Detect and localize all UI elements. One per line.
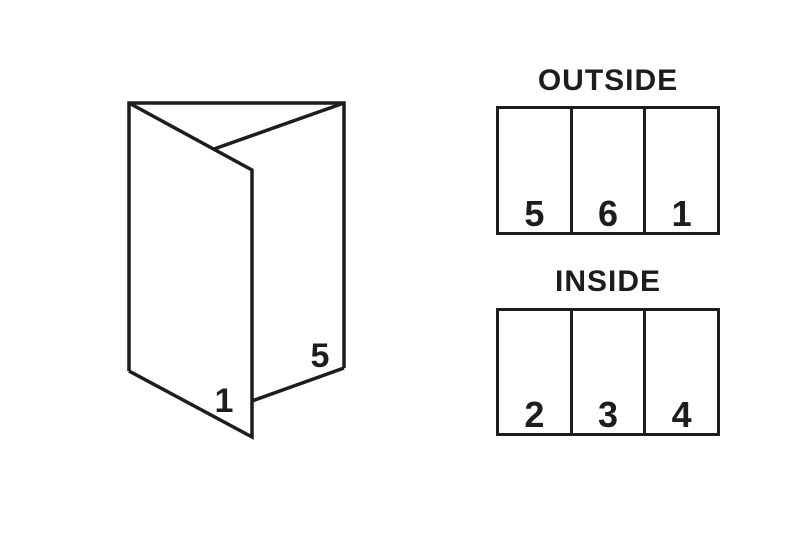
- panel-number: 4: [671, 394, 692, 435]
- brochure-right-panel-top-fold-path: [213, 101, 345, 151]
- outside-sheet: 5 6 1: [496, 106, 720, 235]
- inside-panel-right: 4: [643, 311, 717, 433]
- outside-sheet-title: OUTSIDE: [537, 64, 679, 97]
- panel-number: 6: [597, 193, 619, 234]
- outside-panel-middle: 6: [569, 109, 644, 234]
- inside-sheet: 2 3 4: [496, 308, 720, 436]
- panel-number: 5: [524, 193, 545, 234]
- inside-sheet-title: INSIDE: [554, 265, 662, 298]
- inside-panel-middle: 3: [569, 311, 644, 435]
- outside-panel-left: 5: [499, 109, 570, 232]
- outside-panel-right: 1: [643, 109, 717, 232]
- brochure-right-panel-bottom-edge-path: [251, 366, 345, 403]
- brochure-outer-outline-path: [127, 101, 346, 371]
- front-panel-number: 1: [215, 382, 234, 420]
- panel-number: 3: [597, 394, 619, 435]
- right-panel-number: 5: [311, 337, 330, 375]
- panel-number: 1: [671, 193, 692, 234]
- inside-panel-left: 2: [499, 311, 570, 433]
- panel-number: 2: [524, 394, 545, 435]
- brochure-front-panel-path: [128, 101, 254, 440]
